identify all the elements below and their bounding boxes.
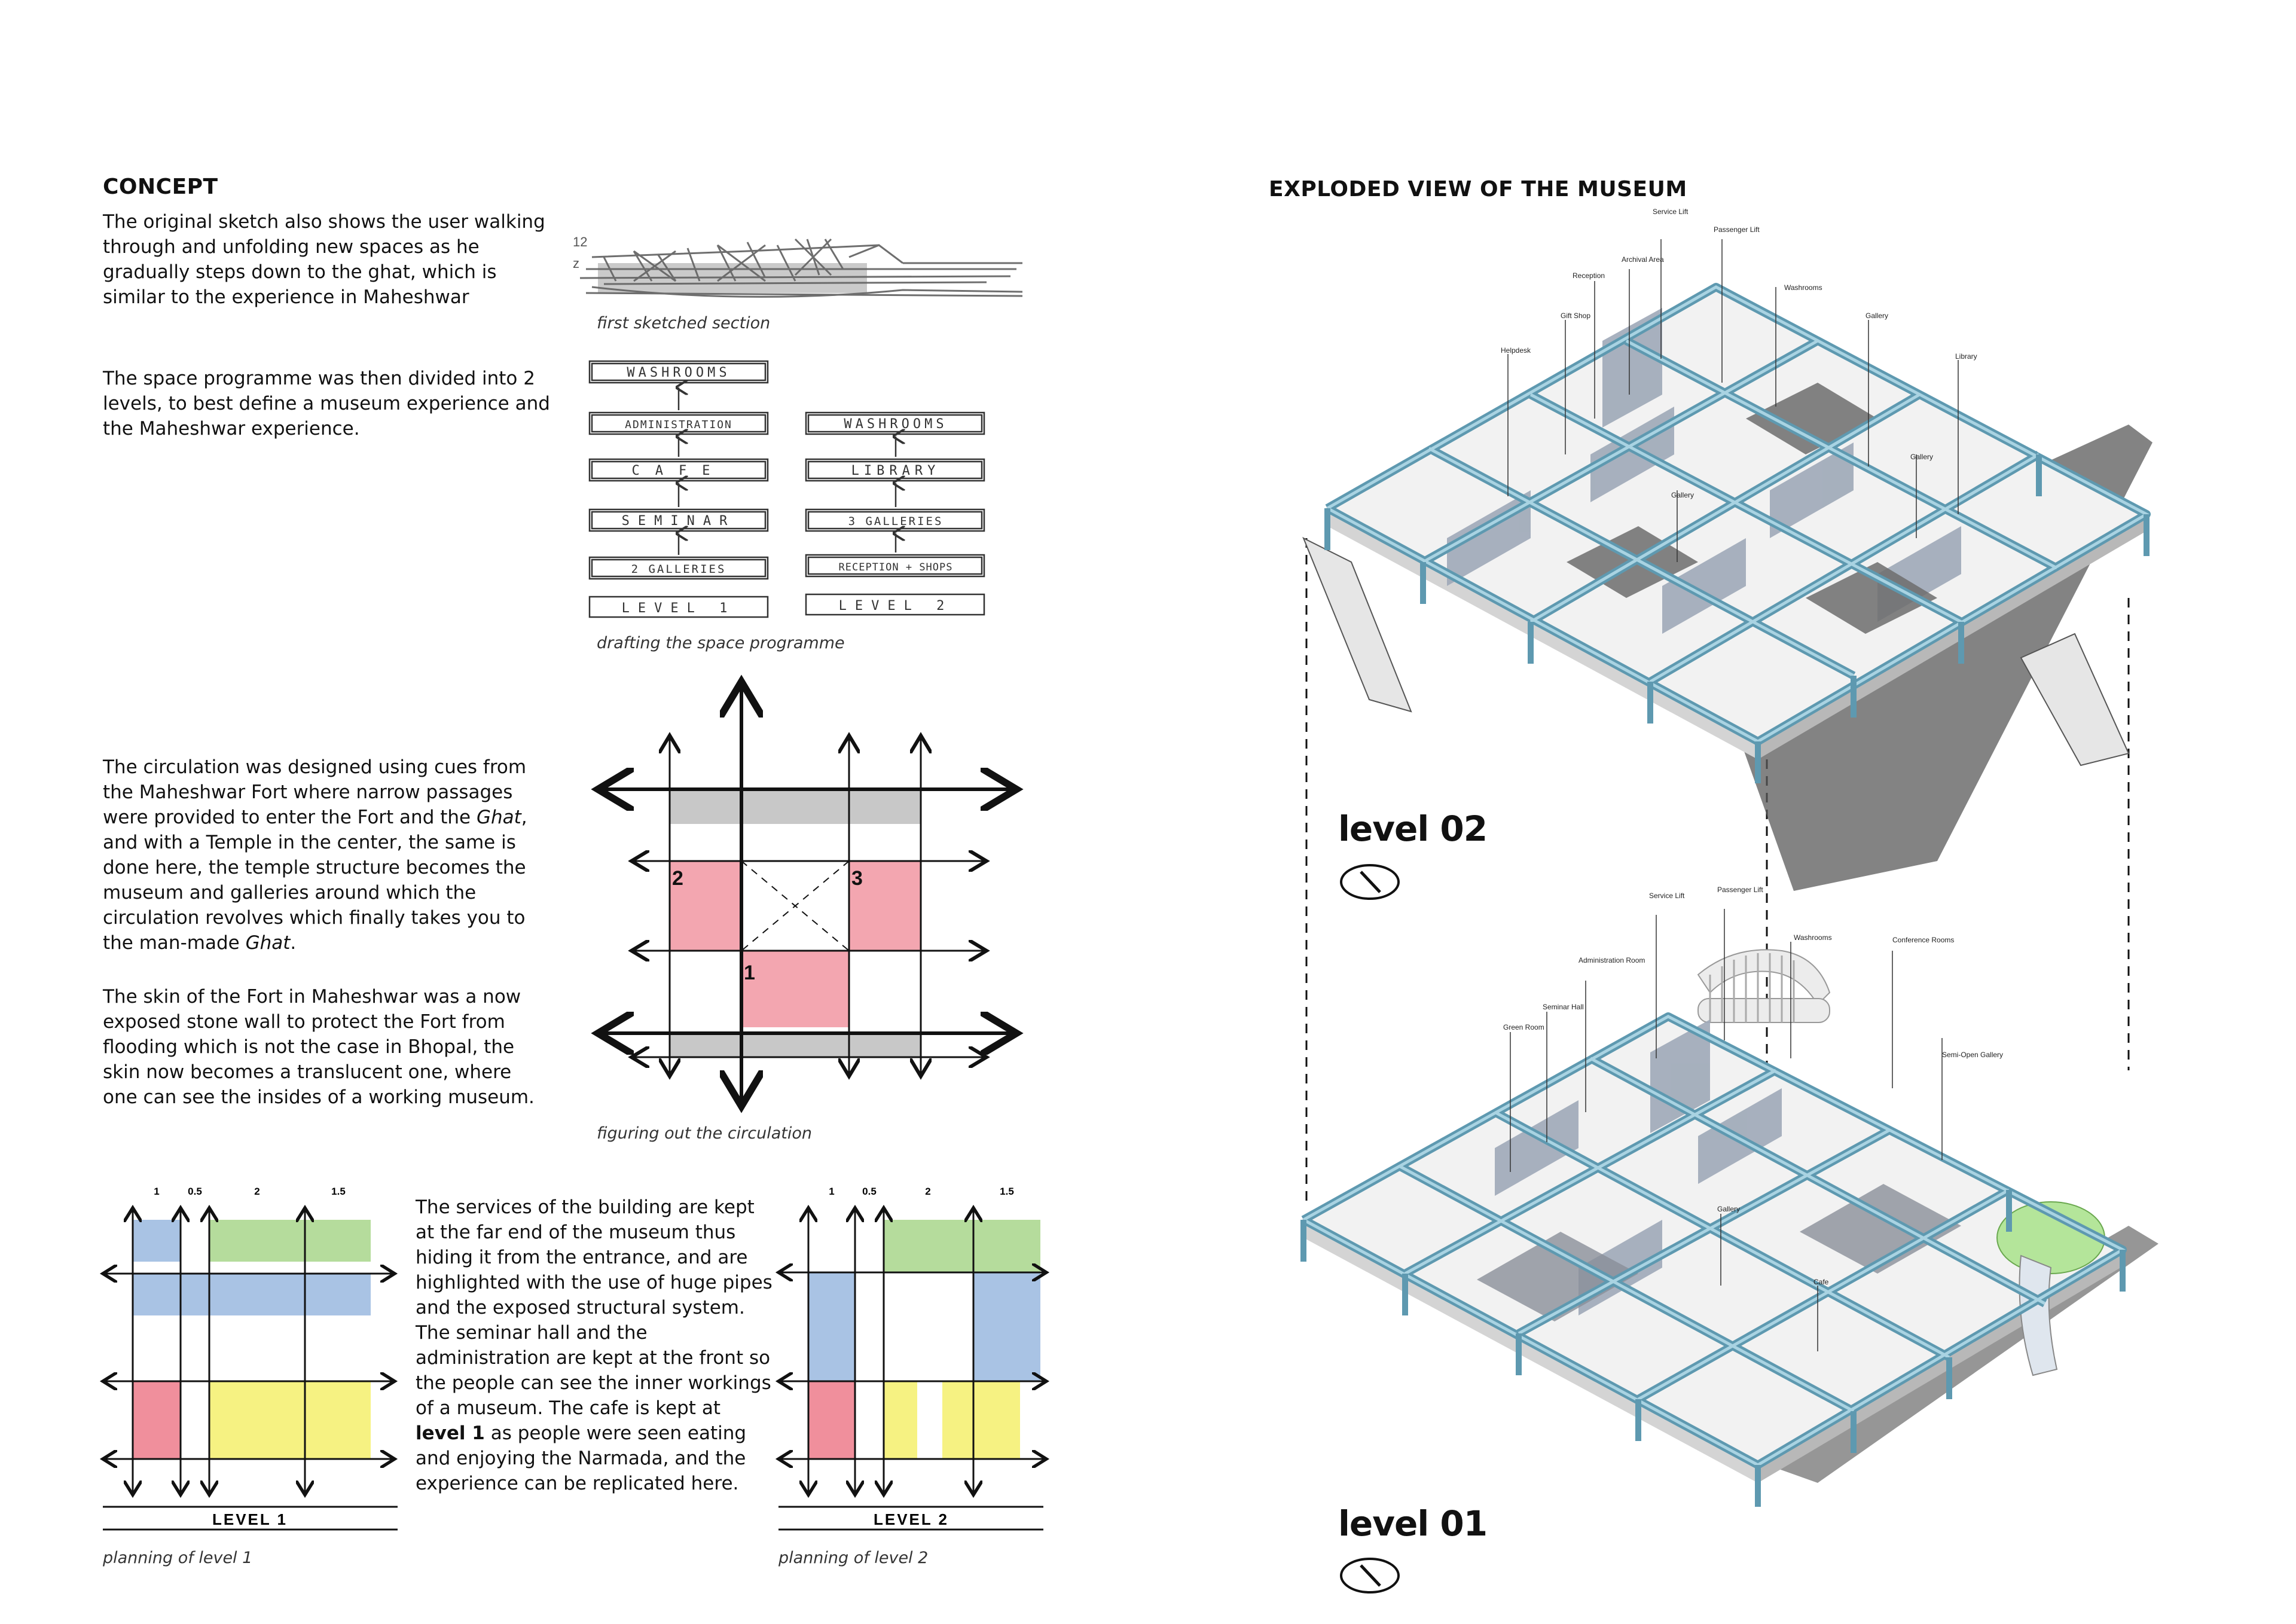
level-02-title: level 02 [1338, 808, 1488, 849]
l02-label-passenger-lift: Passenger Lift [1714, 225, 1760, 234]
plan2-dim-3: 2 [925, 1186, 930, 1197]
l01-label-cafe: Cafe [1813, 1278, 1829, 1286]
plan2-dim-2: 0.5 [862, 1186, 877, 1197]
l02-label-gallery-b: Gallery [1910, 453, 1933, 461]
plan1-dim-1: 1 [154, 1186, 159, 1197]
caption-plan-1: planning of level 1 [103, 1549, 253, 1567]
l01-label-semi-open-gallery: Semi-Open Gallery [1942, 1051, 2003, 1059]
north-arrow-icon-level-02 [1340, 864, 1400, 900]
caption-programme: drafting the space programme [597, 634, 845, 652]
l02-label-helpdesk: Helpdesk [1501, 346, 1531, 355]
programme-l1-galleries: 2 GALLERIES [631, 563, 726, 576]
svg-text:z: z [573, 256, 579, 271]
programme-l2-library: LIBRARY [851, 463, 941, 478]
programme-l2-reception: RECEPTION + SHOPS [839, 561, 953, 573]
l01-label-administration-room: Administration Room [1578, 956, 1645, 964]
programme-l2-galleries: 3 GALLERIES [848, 515, 944, 528]
l02-label-archival-area: Archival Area [1622, 255, 1664, 264]
concept-paragraph-2: The space programme was then divided int… [103, 368, 550, 439]
plan1-dim-3: 2 [254, 1186, 259, 1197]
l01-label-passenger-lift: Passenger Lift [1717, 886, 1763, 894]
exploded-view-drawing: Service Lift Passenger Lift Archival Are… [1300, 207, 2158, 1507]
level-01-title: level 01 [1338, 1503, 1488, 1544]
caption-circulation: figuring out the circulation [597, 1124, 812, 1143]
l02-label-library: Library [1955, 352, 1977, 361]
north-arrow-icon-level-01 [1340, 1558, 1400, 1594]
sketch-scribble-text: 12 [573, 234, 587, 249]
l01-label-washrooms: Washrooms [1794, 933, 1832, 942]
plan1-dim-4: 1.5 [331, 1186, 346, 1197]
concept-paragraph-1: The original sketch also shows the user … [103, 211, 545, 308]
programme-l2-washrooms: WASHROOMS [844, 417, 947, 432]
l02-label-gift-shop: Gift Shop [1561, 312, 1590, 320]
level-02-model: Service Lift Passenger Lift Archival Are… [1302, 207, 2152, 891]
space-programme-drawing: WASHROOMS ADMINISTRATION CAFE SEMINAR 2 … [588, 360, 985, 618]
circulation-number-3: 3 [851, 867, 863, 890]
concept-heading: CONCEPT [103, 175, 218, 199]
circulation-zone-1 [741, 951, 849, 1027]
l01-label-conference-rooms: Conference Rooms [1892, 936, 1954, 944]
programme-l1-cafe: CAFE [632, 463, 726, 478]
concept-paragraph-5: The services of the building are kept at… [416, 1196, 773, 1494]
exploded-view-heading: EXPLODED VIEW OF THE MUSEUM [1269, 177, 1687, 202]
plan-level-1-diagram: 1 0.5 2 1.5 LEVEL 1 [96, 1186, 419, 1531]
level-01-model: Service Lift Passenger Lift Washrooms Co… [1300, 886, 2158, 1507]
circulation-diagram: 1 2 3 [574, 664, 1040, 1124]
circulation-number-2: 2 [672, 867, 683, 890]
circulation-zone-3 [849, 861, 921, 951]
concept-paragraph-4: The skin of the Fort in Maheshwar was a … [103, 986, 535, 1108]
programme-l1-level: LEVEL 1 [622, 601, 736, 616]
l01-label-gallery: Gallery [1717, 1205, 1740, 1213]
sketch-section-drawing: 12 z [573, 234, 1023, 298]
programme-l1-seminar: SEMINAR [622, 514, 736, 529]
circulation-number-1: 1 [744, 961, 755, 984]
plan2-dim-1: 1 [829, 1186, 834, 1197]
l02-label-service-lift: Service Lift [1653, 207, 1689, 216]
caption-sketch: first sketched section [597, 314, 771, 332]
l01-label-green-room: Green Room [1503, 1023, 1544, 1031]
programme-l1-washrooms: WASHROOMS [627, 365, 730, 380]
l02-label-gallery-a: Gallery [1866, 312, 1888, 320]
plan2-label: LEVEL 2 [874, 1510, 949, 1528]
programme-l2-level: LEVEL 2 [839, 599, 953, 613]
concept-paragraph-3: The circulation was designed using cues … [103, 756, 527, 954]
circulation-band-bottom [670, 1033, 921, 1057]
l01-label-service-lift: Service Lift [1649, 892, 1685, 900]
plan-level-2-diagram: 1 0.5 2 1.5 LEVEL 2 [771, 1186, 1058, 1531]
plan1-label: LEVEL 1 [212, 1510, 288, 1528]
plan2-dim-4: 1.5 [1000, 1186, 1014, 1197]
l02-label-reception: Reception [1573, 271, 1605, 280]
caption-plan-2: planning of level 2 [778, 1549, 929, 1567]
programme-l1-administration: ADMINISTRATION [625, 419, 732, 431]
plan1-dim-2: 0.5 [188, 1186, 202, 1197]
circulation-band-top [670, 789, 921, 824]
circulation-zone-2 [670, 861, 741, 951]
l01-label-seminar-hall: Seminar Hall [1543, 1003, 1584, 1011]
l02-label-washrooms: Washrooms [1784, 283, 1822, 292]
l02-label-gallery-c: Gallery [1671, 491, 1694, 499]
